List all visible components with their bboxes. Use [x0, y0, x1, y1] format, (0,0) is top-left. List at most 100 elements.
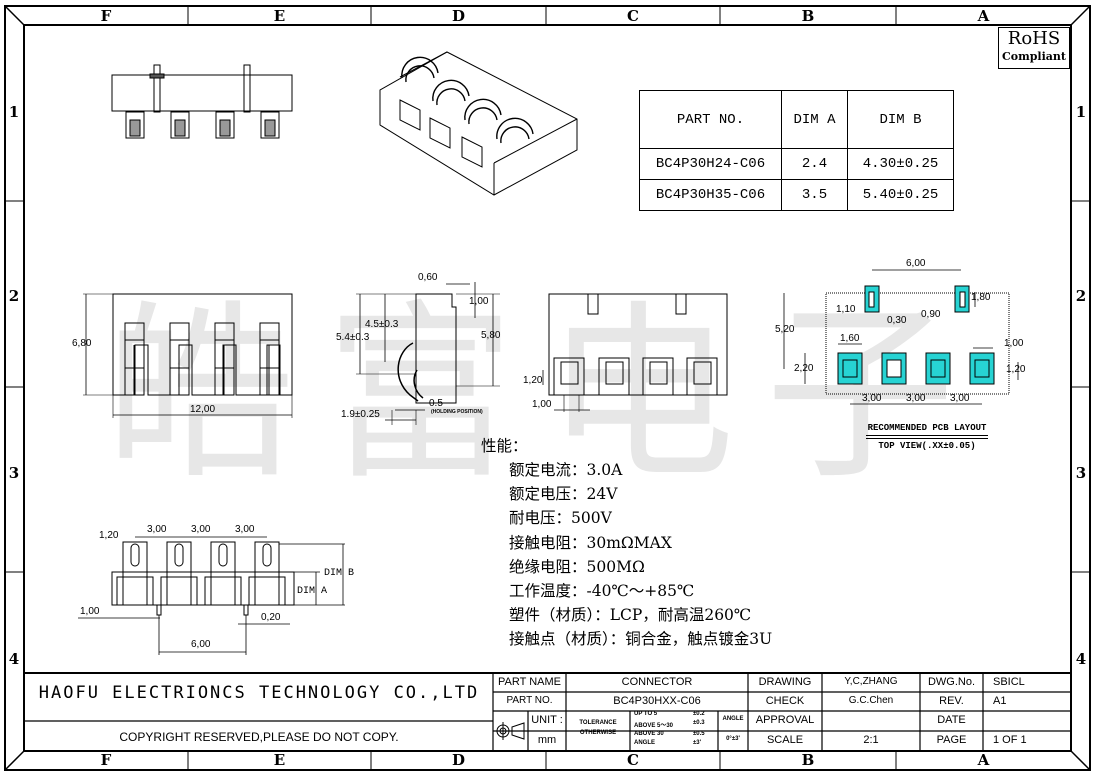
unit-label: UNIT :	[531, 714, 563, 726]
tol-value: ±3'	[693, 740, 702, 746]
pcb-caption-title: RECOMMENDED PCB LAYOUT	[866, 423, 988, 436]
page-value: 1 OF 1	[993, 734, 1027, 746]
angle-value: 0°±3'	[726, 736, 740, 742]
performance-specs: 性能： 额定电流：3.0A 额定电压：24V 耐电压：500V 接触电阻：30m…	[481, 434, 772, 652]
column-label-top: C	[627, 7, 639, 25]
pcb-dim-220: 2,20	[794, 363, 814, 374]
company-name: HAOFU ELECTRIONCS TECHNOLOGY CO.,LTD	[38, 683, 480, 703]
table-header-row: PART NO. DIM A DIM B	[639, 90, 954, 149]
cell-dim-b: 5.40±0.25	[847, 179, 954, 211]
pcb-dim-180: 1,80	[971, 292, 991, 303]
pcb-dim-520: 5,20	[775, 324, 795, 335]
row-label-right: 1	[1075, 103, 1087, 121]
drawing-label: DRAWING	[758, 676, 812, 688]
isometric-view	[379, 51, 578, 196]
part-name-label: PART NAME	[498, 676, 561, 688]
tol-range: ABOVE 5～30	[634, 723, 674, 729]
table-row: BC4P30H35-C06 3.5 5.40±0.25	[639, 179, 954, 211]
front-dim-height: 6,80	[72, 338, 92, 349]
column-label-bottom: F	[100, 751, 112, 769]
side-dim-05: 0.5	[429, 398, 443, 409]
column-label-bottom: C	[627, 751, 639, 769]
bottom-dim-pitch: 3,00	[191, 524, 211, 535]
approval-label: APPROVAL	[755, 714, 815, 726]
column-label-bottom: E	[273, 751, 286, 769]
part-name-value: CONNECTOR	[621, 676, 693, 688]
row-label-left: 4	[8, 650, 20, 668]
tolerance-label: TOLERANCE	[579, 720, 617, 726]
pcb-dim-600: 6,00	[906, 258, 926, 269]
cell-dim-a: 2.4	[781, 148, 848, 180]
column-label-top: A	[977, 7, 990, 25]
performance-title: 性能：	[481, 437, 528, 455]
part-no-label: PART NO.	[506, 695, 553, 706]
bottom-view	[78, 536, 345, 655]
side-dim-19: 1.9±0.25	[341, 409, 380, 420]
bottom-dim-020: 0,20	[261, 612, 281, 623]
header-dim-b: DIM B	[847, 90, 954, 149]
rev-value: A1	[993, 695, 1007, 707]
tolerance-label-2: OTHERWISE	[579, 730, 617, 736]
spec-line: 塑件（材质）：LCP，耐高温260℃	[509, 606, 752, 625]
angle-label: ANGLE	[722, 716, 744, 722]
rear-view	[542, 293, 728, 412]
rohs-badge: RoHS Compliant	[998, 27, 1070, 69]
rohs-subtitle: Compliant	[1002, 50, 1066, 63]
pcb-layout	[783, 269, 1019, 405]
spec-line: 绝缘电阻：500MΩ	[509, 557, 645, 576]
header-part-no: PART NO.	[639, 90, 782, 149]
pcb-dim-120: 1,20	[1006, 364, 1026, 375]
rear-dim-100: 1,00	[532, 399, 552, 410]
table-row: BC4P30H24-C06 2.4 4.30±0.25	[639, 148, 954, 180]
pcb-dim-110: 1,10	[836, 304, 856, 315]
side-dim-060: 0,60	[418, 272, 438, 283]
dwg-no-value: SBICL	[993, 676, 1025, 688]
bottom-dim-b: DIM B	[324, 568, 355, 579]
column-label-top: D	[451, 7, 465, 25]
unit-value: mm	[537, 734, 557, 746]
side-holding-note: (HOLDING POSITION)	[431, 409, 483, 415]
row-label-left: 1	[8, 103, 20, 121]
pcb-dim-pitch: 3,00	[950, 393, 970, 404]
column-label-top: F	[100, 7, 112, 25]
spec-line: 工作温度：-40℃～+85℃	[509, 582, 695, 601]
bottom-dim-a: DIM A	[297, 586, 328, 597]
bottom-dim-120: 1,20	[99, 530, 119, 541]
page-label: PAGE	[936, 734, 967, 746]
side-dim-54: 5.4±0.3	[336, 332, 370, 343]
bottom-dim-600: 6,00	[191, 639, 211, 650]
row-label-right: 2	[1075, 287, 1087, 305]
tol-value: ±0.3	[693, 720, 705, 726]
front-view	[83, 293, 293, 418]
column-label-bottom: B	[801, 751, 815, 769]
pcb-dim-pitch: 3,00	[862, 393, 882, 404]
pcb-dim-030: 0,30	[887, 315, 907, 326]
side-dim-580: 5,80	[481, 330, 501, 341]
tol-value: ±0.2	[693, 711, 705, 717]
column-label-bottom: A	[977, 751, 990, 769]
drawing-value: Y,C,ZHANG	[844, 676, 898, 687]
projection-symbol-icon	[493, 711, 528, 751]
bottom-dim-100: 1,00	[80, 606, 100, 617]
pcb-dim-100: 1,00	[1004, 338, 1024, 349]
pcb-caption-subtitle: TOP VIEW(.XX±0.05)	[866, 438, 988, 451]
check-value: G.C.Chen	[848, 695, 894, 706]
pcb-dim-160: 1,60	[840, 333, 860, 344]
bottom-dim-pitch: 3,00	[235, 524, 255, 535]
pcb-dim-pitch: 3,00	[906, 393, 926, 404]
cell-part-no: BC4P30H24-C06	[639, 148, 782, 180]
row-label-left: 3	[8, 464, 20, 482]
dwg-no-label: DWG.No.	[927, 676, 976, 688]
bottom-dim-pitch: 3,00	[147, 524, 167, 535]
front-dim-width: 12,00	[190, 404, 216, 415]
column-label-top: B	[801, 7, 815, 25]
tol-value: ±0.5	[693, 731, 705, 737]
copyright-notice: COPYRIGHT RESERVED,PLEASE DO NOT COPY.	[119, 730, 399, 744]
spec-line: 接触电阻：30mΩMAX	[509, 533, 672, 552]
spec-line: 接触点（材质）：铜合金，触点镀金3U	[509, 630, 773, 649]
row-label-right: 4	[1075, 650, 1087, 668]
header-dim-a: DIM A	[781, 90, 848, 149]
part-no-value: BC4P30HXX-C06	[613, 695, 701, 707]
